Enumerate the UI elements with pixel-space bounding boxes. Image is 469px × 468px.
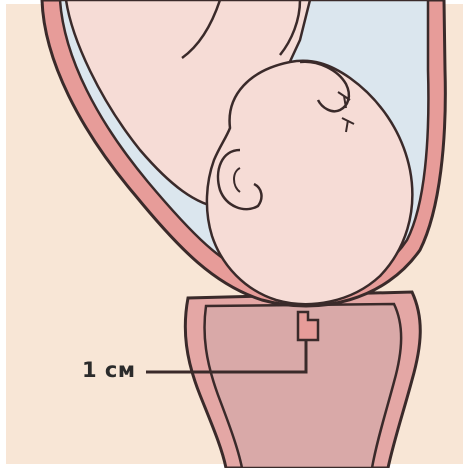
measurement-label: 1 см [82,358,136,382]
